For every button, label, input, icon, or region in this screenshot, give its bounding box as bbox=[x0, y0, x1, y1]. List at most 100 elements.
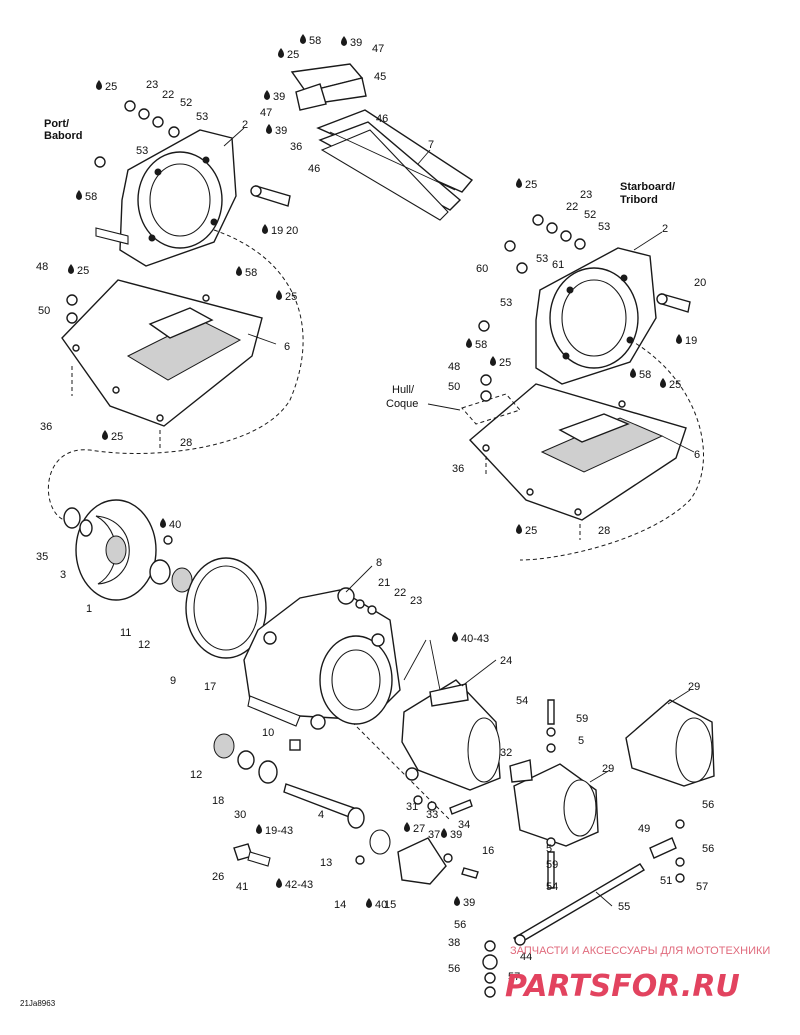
part-number-callout: 23 bbox=[146, 79, 158, 91]
liquid-drop-icon bbox=[236, 266, 242, 276]
part-number-callout: 57 bbox=[696, 881, 708, 893]
part-number-callout: 53 bbox=[196, 111, 208, 123]
part-number-callout: 48 bbox=[36, 261, 48, 273]
part-number-callout: 25 bbox=[525, 179, 537, 191]
impeller-small-parts bbox=[63, 507, 193, 593]
part-number-callout: 36 bbox=[452, 463, 464, 475]
part-number-callout: 17 bbox=[204, 681, 216, 693]
part-number-callout: 26 bbox=[212, 871, 224, 883]
part-number-callout: 6 bbox=[284, 341, 290, 353]
part-number-callout: 20 bbox=[286, 225, 298, 237]
part-number-callout: 34 bbox=[458, 819, 470, 831]
steering-arm bbox=[649, 819, 685, 883]
liquid-drop-icon bbox=[300, 34, 306, 44]
liquid-drop-icon bbox=[262, 224, 268, 234]
starboard-trim-plate bbox=[468, 383, 687, 521]
part-number-callout: 35 bbox=[36, 551, 48, 563]
port-label-line2: Babord bbox=[44, 130, 83, 142]
part-number-callout: 19 bbox=[271, 225, 283, 237]
part-number-callout: 55 bbox=[618, 901, 630, 913]
part-number-callout: 51 bbox=[660, 875, 672, 887]
liquid-drop-icon bbox=[256, 824, 262, 834]
part-number-callout: 2 bbox=[242, 119, 248, 131]
part-number-callout: 9 bbox=[170, 675, 176, 687]
part-number-callout: 25 bbox=[105, 81, 117, 93]
part-number-callout: 46 bbox=[308, 163, 320, 175]
liquid-drop-icon bbox=[452, 632, 458, 642]
part-number-callout: 53 bbox=[500, 297, 512, 309]
hull-label-line2: Coque bbox=[386, 398, 418, 410]
watermark-caption: ЗАПЧАСТИ И АКСЕССУАРЫ ДЛЯ МОТОТЕХНИКИ bbox=[510, 945, 770, 957]
part-number-callout: 37 bbox=[428, 829, 440, 841]
port-fitting bbox=[250, 185, 291, 207]
part-number-callout: 56 bbox=[702, 799, 714, 811]
part-number-callout: 59 bbox=[546, 859, 558, 871]
part-number-callout: 39 bbox=[450, 829, 462, 841]
part-number-callout: 2 bbox=[662, 223, 668, 235]
venturi-fasteners bbox=[413, 795, 479, 879]
liquid-drop-icon bbox=[676, 334, 682, 344]
part-number-callout: 12 bbox=[138, 639, 150, 651]
part-number-callout: 25 bbox=[669, 379, 681, 391]
liquid-drop-icon bbox=[630, 368, 636, 378]
part-number-callout: 5 bbox=[578, 735, 584, 747]
liquid-drop-icon bbox=[278, 48, 284, 58]
liquid-drop-icon bbox=[68, 264, 74, 274]
part-number-callout: 36 bbox=[40, 421, 52, 433]
liquid-drop-icon bbox=[466, 338, 472, 348]
part-number-callout: 44 bbox=[520, 951, 532, 963]
part-number-callout: 40 bbox=[169, 519, 181, 531]
liquid-drop-icon bbox=[660, 378, 666, 388]
part-number-callout: 48 bbox=[448, 361, 460, 373]
liquid-drop-icon bbox=[266, 124, 272, 134]
part-number-callout: 59 bbox=[576, 713, 588, 725]
part-number-callout: 19-43 bbox=[265, 825, 293, 837]
liquid-drop-icon bbox=[160, 518, 166, 528]
starboard-label-line1: Starboard/ bbox=[620, 181, 675, 193]
hull-label-line1: Hull/ bbox=[392, 384, 415, 396]
nozzle-rear bbox=[625, 699, 715, 787]
part-number-callout: 1 bbox=[86, 603, 92, 615]
liquid-drop-icon bbox=[516, 178, 522, 188]
part-number-callout: 28 bbox=[180, 437, 192, 449]
support-bracket bbox=[290, 63, 367, 111]
ball-joint bbox=[482, 940, 498, 998]
part-number-callout: 32 bbox=[500, 747, 512, 759]
part-number-callout: 38 bbox=[448, 937, 460, 949]
part-number-callout: 25 bbox=[77, 265, 89, 277]
part-number-callout: 53 bbox=[136, 145, 148, 157]
part-number-callout: 61 bbox=[552, 259, 564, 271]
part-number-callout: 57 bbox=[508, 971, 520, 983]
bearing-and-seal bbox=[213, 733, 301, 784]
steering-cable bbox=[513, 863, 645, 946]
impeller bbox=[75, 499, 157, 601]
hull-cutout bbox=[461, 393, 521, 425]
nozzle-pins bbox=[546, 699, 556, 889]
part-number-callout: 4 bbox=[318, 809, 324, 821]
part-number-callout: 16 bbox=[482, 845, 494, 857]
part-number-callout: 58 bbox=[309, 35, 321, 47]
part-number-callout: 56 bbox=[702, 843, 714, 855]
part-number-callout: 22 bbox=[162, 89, 174, 101]
part-number-callout: 12 bbox=[190, 769, 202, 781]
port-washers bbox=[66, 100, 180, 324]
liquid-drop-icon bbox=[276, 290, 282, 300]
part-number-callout: 40 bbox=[375, 899, 387, 911]
part-number-callout: 39 bbox=[463, 897, 475, 909]
part-number-callout: 41 bbox=[236, 881, 248, 893]
part-number-callout: 29 bbox=[602, 763, 614, 775]
part-number-callout: 39 bbox=[275, 125, 287, 137]
liquid-drop-icon bbox=[102, 430, 108, 440]
part-number-callout: 25 bbox=[111, 431, 123, 443]
drawing-code: 21Ja8963 bbox=[20, 999, 56, 1008]
liquid-drop-icon bbox=[366, 898, 372, 908]
liquid-drop-icon bbox=[490, 356, 496, 366]
part-number-callout: 45 bbox=[374, 71, 386, 83]
liquid-drop-icon bbox=[404, 822, 410, 832]
part-number-callout: 53 bbox=[598, 221, 610, 233]
drain-plug bbox=[233, 843, 271, 867]
liquid-drop-icon bbox=[76, 190, 82, 200]
